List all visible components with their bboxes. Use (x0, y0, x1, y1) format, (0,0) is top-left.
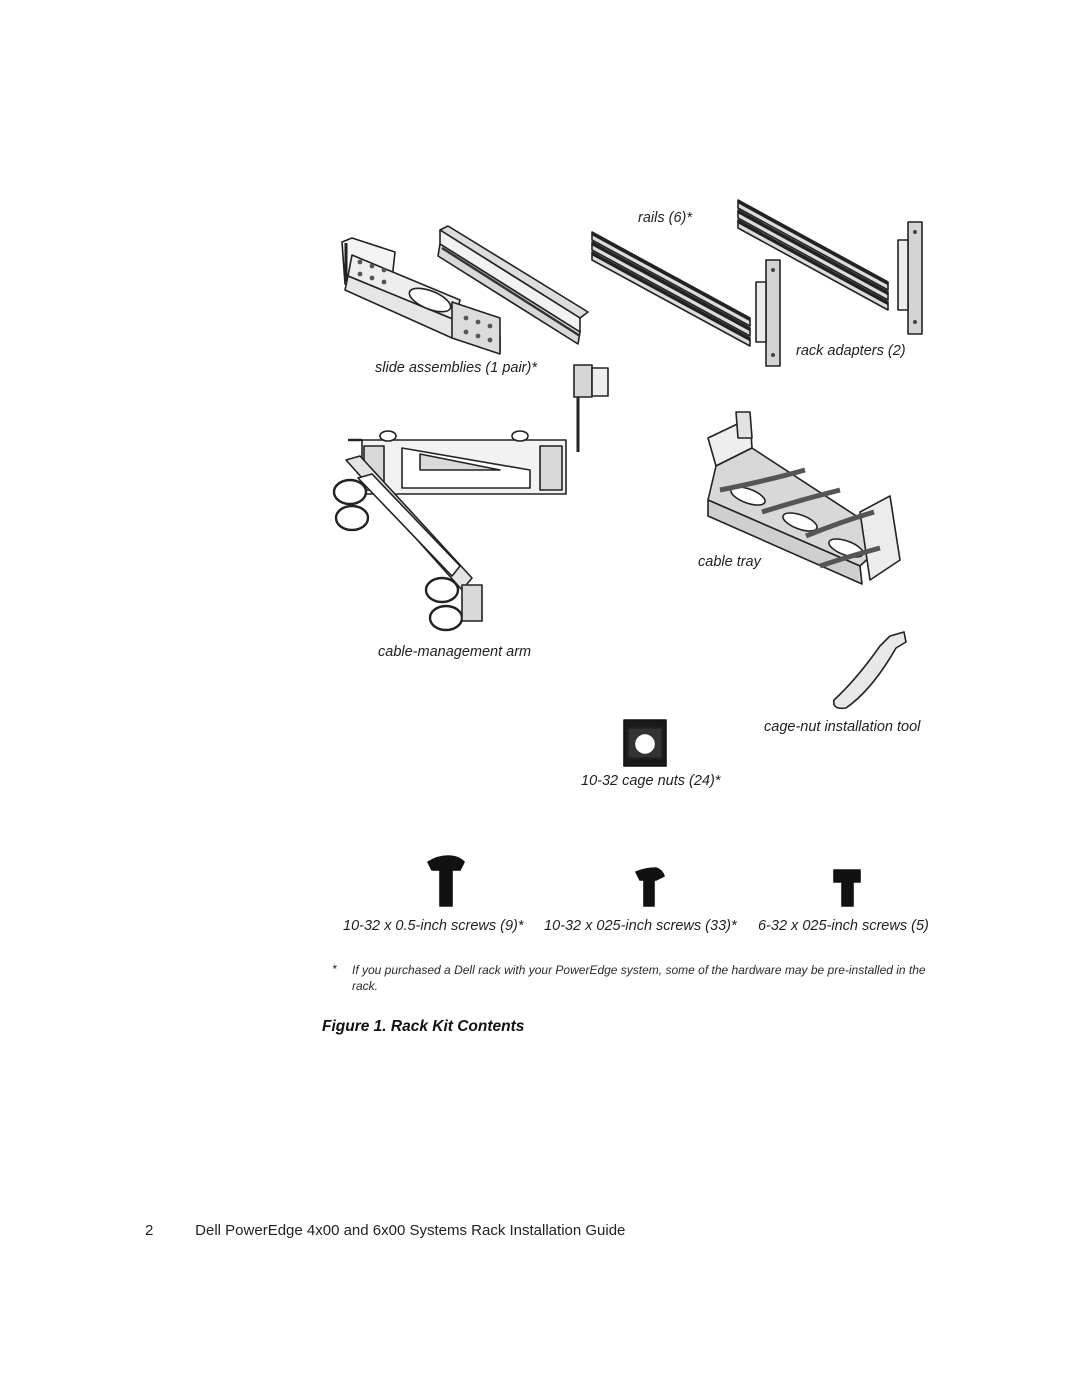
slide-assemblies-drawing (341, 237, 501, 355)
cage-nut-tool-drawing (832, 631, 907, 710)
screws-025-1032-label: 10-32 x 025-inch screws (33)* (544, 918, 737, 934)
cable-management-arm-drawing (332, 364, 609, 632)
cable-tray-drawing (707, 411, 901, 585)
cage-nut-drawing (623, 719, 667, 767)
page-footer: 2 Dell PowerEdge 4x00 and 6x00 Systems R… (145, 1222, 625, 1239)
rack-adapters-drawing (755, 221, 923, 367)
figure-caption: Figure 1. Rack Kit Contents (322, 1018, 525, 1035)
cage-nuts-label: 10-32 cage nuts (24)* (581, 773, 721, 789)
page-number: 2 (145, 1222, 154, 1239)
cable-tray-label: cable tray (698, 554, 761, 570)
cage-nut-tool-label: cage-nut installation tool (764, 719, 921, 735)
screws-05-label: 10-32 x 0.5-inch screws (9)* (343, 918, 524, 934)
footnote-mark: * (332, 962, 337, 976)
screws-025-632-label: 6-32 x 025-inch screws (5) (758, 918, 929, 934)
cable-management-arm-label: cable-management arm (378, 644, 532, 660)
screws-drawing (427, 855, 861, 907)
rails-label: rails (6)* (638, 210, 692, 226)
rails-drawing (437, 199, 889, 347)
slide-assemblies-label: slide assemblies (1 pair)* (375, 360, 537, 376)
rack-adapters-label: rack adapters (2) (796, 343, 906, 359)
document-title: Dell PowerEdge 4x00 and 6x00 Systems Rac… (195, 1222, 626, 1239)
footnote: If you purchased a Dell rack with your P… (352, 963, 926, 993)
